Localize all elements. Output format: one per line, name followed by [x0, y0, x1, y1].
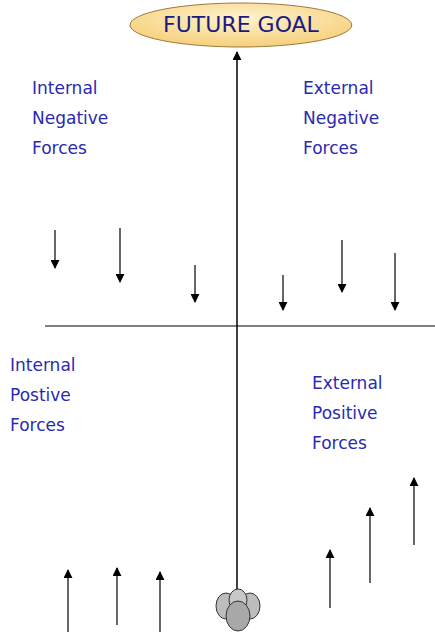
goal-arrow: [236, 52, 238, 598]
force-label: External Positive Forces: [312, 368, 412, 458]
ellipse-shape: [130, 3, 352, 47]
force-label: Internal Negative Forces: [32, 73, 132, 163]
force-label: Internal Postive Forces: [10, 350, 110, 440]
negative-force-arrows: [55, 228, 395, 310]
people-figure: [216, 589, 260, 631]
goal-ellipse: FUTURE GOAL: [129, 2, 353, 48]
positive-force-arrows: [68, 478, 414, 632]
force-label: External Negative Forces: [303, 73, 403, 163]
divider-line: [45, 325, 435, 326]
goal-text: FUTURE GOAL: [163, 12, 319, 38]
